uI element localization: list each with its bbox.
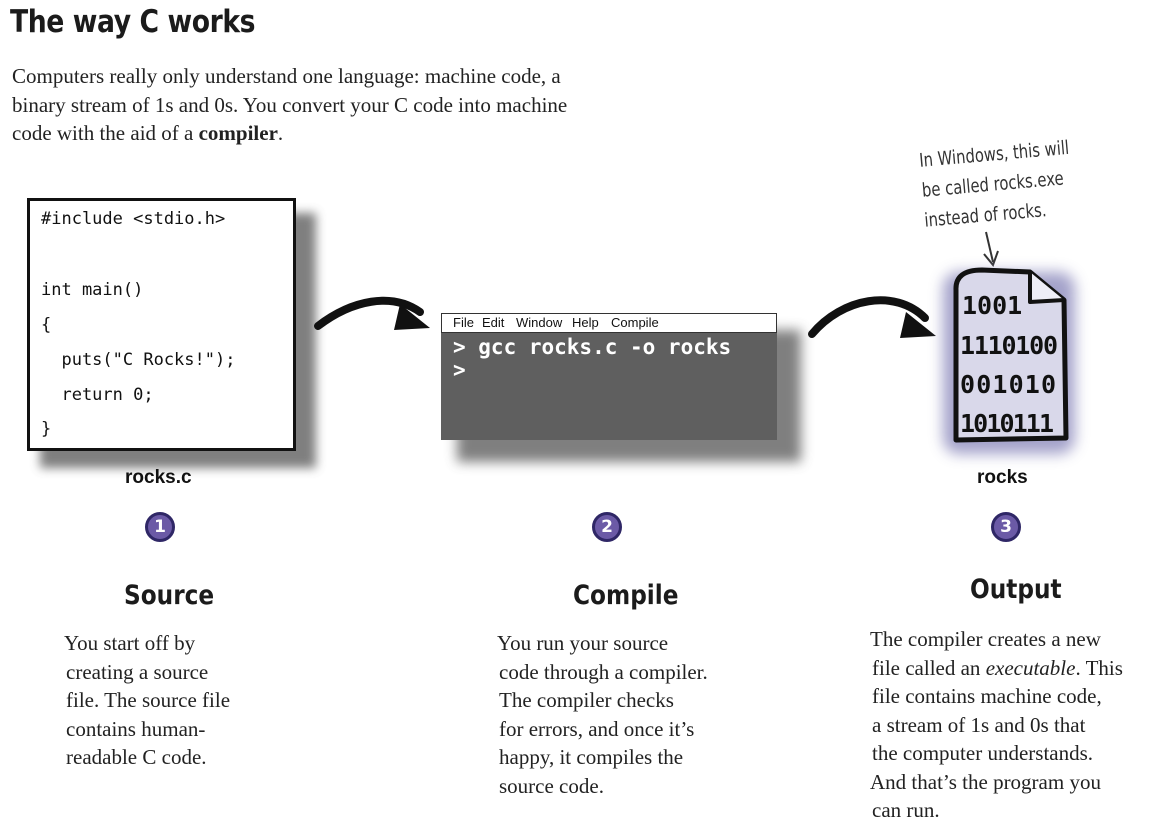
menu-window[interactable]: Window [516, 315, 563, 330]
terminal-menu-bar: File Edit Window Help Compile [441, 313, 777, 333]
step-description-output: The compiler creates a new file called a… [870, 625, 1123, 825]
intro-line-3-period: . [277, 121, 284, 145]
desc-line: code through a compiler. [499, 659, 708, 684]
desc-text: file called an [872, 655, 986, 680]
intro-line-3: code with the aid of a compiler. [12, 119, 672, 148]
binary-line: 1110100 [960, 331, 1058, 360]
intro-line-2: binary stream of 1s and 0s. You convert … [12, 92, 568, 117]
desc-line: The compiler checks [499, 688, 674, 712]
menu-file[interactable]: File [453, 315, 474, 330]
desc-line: for errors, and once it’s [499, 716, 695, 741]
step-badge-3: 3 [991, 512, 1021, 542]
desc-line: You start off by [64, 631, 196, 655]
desc-line: readable C code. [66, 745, 207, 769]
desc-line: a stream of 1s and 0s that [872, 712, 1086, 737]
windows-note: In Windows, this will be called rocks.ex… [918, 132, 1089, 236]
desc-text: . This [1075, 655, 1123, 680]
note-arrow-icon [985, 231, 994, 263]
code-line: puts("C Rocks!"); [41, 350, 236, 370]
desc-line: file contains machine code, [872, 684, 1102, 708]
output-file-label: rocks [977, 467, 1028, 488]
code-line: #include <stdio.h> [41, 209, 226, 229]
page-title: The way C works [10, 4, 256, 40]
binary-line: 001010 [960, 370, 1056, 399]
binary-line: 1010111 [960, 409, 1054, 438]
desc-line: the computer understands. [872, 741, 1094, 765]
step-heading-compile: Compile [573, 580, 679, 611]
source-file-label: rocks.c [125, 467, 192, 488]
code-line: int main() [41, 280, 144, 300]
desc-line: creating a source [66, 659, 209, 684]
step-badge-2: 2 [592, 512, 622, 542]
code-line: return 0; [41, 385, 154, 405]
code-line: { [41, 315, 52, 335]
document-icon [953, 267, 1069, 443]
terminal-prompt-line: > [453, 358, 466, 382]
desc-line: can run. [872, 798, 940, 822]
desc-line: You run your source [497, 631, 669, 655]
terminal-command-line: > gcc rocks.c -o rocks [453, 335, 732, 359]
step-heading-output: Output [970, 574, 1062, 605]
desc-line: happy, it compiles the [499, 745, 684, 769]
intro-paragraph: Computers really only understand one lan… [12, 62, 672, 148]
menu-compile[interactable]: Compile [611, 315, 659, 330]
step-description-source: You start off by creating a source file.… [64, 629, 230, 772]
step-description-compile: You run your source code through a compi… [497, 629, 708, 800]
step-badge-1: 1 [145, 512, 175, 542]
dog-ear-icon [1028, 272, 1065, 304]
desc-line: source code. [499, 773, 604, 798]
step-heading-source: Source [124, 580, 215, 611]
code-line: } [41, 419, 52, 439]
desc-line: And that’s the program you [870, 769, 1101, 794]
intro-line-3-text: code with the aid of a [12, 121, 199, 145]
menu-help[interactable]: Help [572, 315, 599, 330]
intro-line-1: Computers really only understand one lan… [12, 64, 561, 88]
binary-line: 1001 [962, 291, 1022, 320]
compiler-term: compiler [198, 121, 278, 145]
arrow-head-icon [394, 304, 430, 330]
source-code-card: #include <stdio.h> int main() { puts("C … [27, 198, 296, 451]
arrow-head-icon [900, 312, 936, 338]
terminal-window[interactable]: > gcc rocks.c -o rocks > [441, 333, 777, 440]
desc-line: The compiler creates a new [870, 627, 1101, 651]
desc-line: file. The source file [66, 688, 231, 712]
executable-term: executable [985, 655, 1076, 680]
menu-edit[interactable]: Edit [482, 315, 505, 330]
desc-line: contains human- [66, 716, 206, 741]
arrow-icon [314, 296, 929, 338]
desc-line: file called an executable. This [870, 654, 1123, 683]
